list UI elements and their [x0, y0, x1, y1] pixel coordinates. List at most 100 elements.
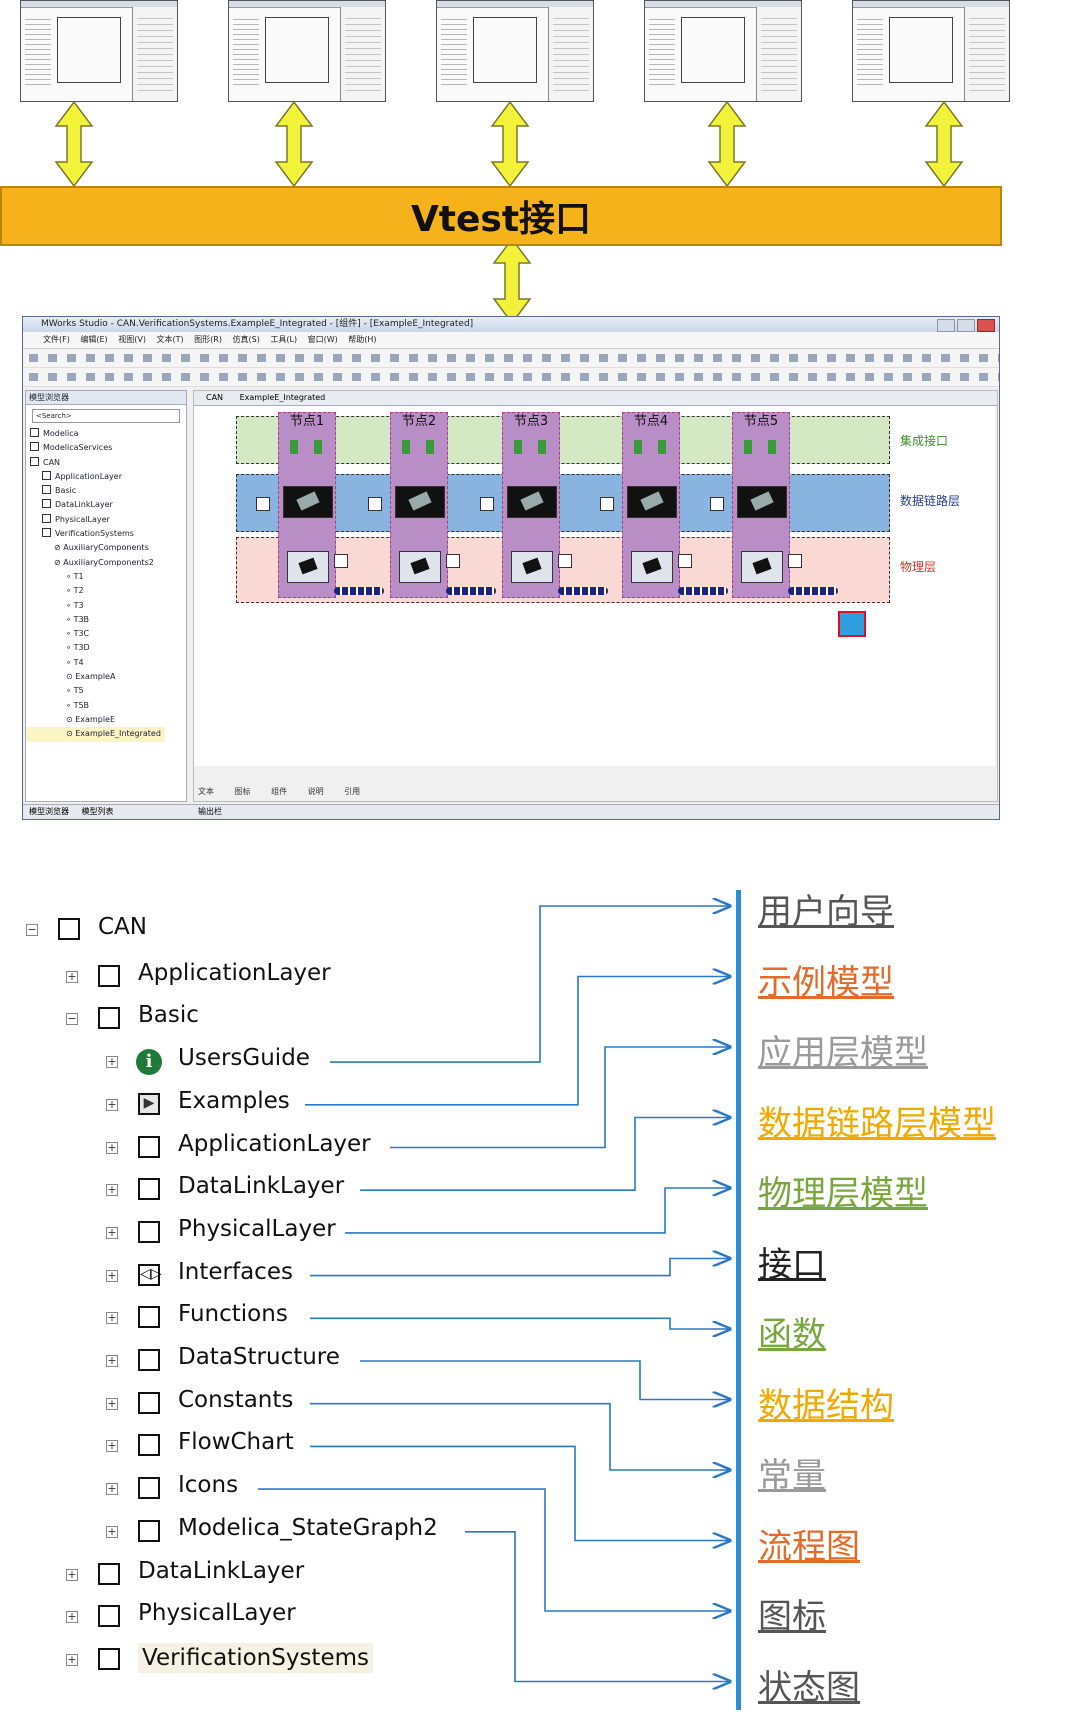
- expand-toggle[interactable]: +: [106, 1439, 118, 1453]
- model-browser-item[interactable]: ∘ T3C: [66, 629, 90, 639]
- close-button[interactable]: [977, 319, 995, 332]
- expand-toggle[interactable]: +: [66, 969, 78, 983]
- model-browser-item[interactable]: ⊘ AuxiliaryComponents2: [54, 557, 154, 567]
- model-browser-item[interactable]: ⊘ AuxiliaryComponents: [54, 543, 149, 553]
- status-bar: 模型浏览器 模型列表 输出栏: [23, 804, 999, 819]
- model-browser-item[interactable]: ∘ T4: [66, 657, 84, 667]
- expand-toggle[interactable]: +: [106, 1524, 118, 1538]
- transceiver-chip: [399, 551, 441, 583]
- tree-item[interactable]: PhysicalLayer: [138, 1600, 296, 1627]
- model-browser-item[interactable]: CAN: [26, 456, 186, 470]
- expand-toggle[interactable]: +: [106, 1097, 118, 1111]
- toolbar-row-2[interactable]: [23, 368, 999, 387]
- package-icon: [138, 1477, 160, 1500]
- expand-toggle[interactable]: +: [106, 1225, 118, 1239]
- tree-item[interactable]: Interfaces: [178, 1258, 293, 1285]
- model-browser-item[interactable]: DataLinkLayer: [26, 498, 186, 512]
- expand-toggle[interactable]: +: [106, 1396, 118, 1410]
- port-square: [600, 497, 614, 511]
- model-browser-item[interactable]: ⊙ ExampleE_Integrated: [26, 727, 165, 742]
- tree-item-root[interactable]: CAN: [98, 914, 147, 940]
- model-browser-item[interactable]: ∘ T5B: [66, 700, 90, 710]
- node-label: 节点2: [401, 414, 437, 429]
- model-browser-item[interactable]: ∘ T1: [66, 571, 84, 581]
- collapse-toggle[interactable]: −: [66, 1012, 78, 1026]
- node-label: 节点3: [513, 414, 549, 429]
- diagram-bottom-tabs[interactable]: 文本 图标 组件 说明 引用: [198, 787, 361, 796]
- vtest-interface-bar: Vtest接口: [0, 186, 1002, 246]
- tree-item[interactable]: VerificationSystems: [138, 1642, 373, 1673]
- category-label: 示例模型: [758, 962, 894, 1003]
- expand-toggle[interactable]: +: [106, 1183, 118, 1197]
- tree-item[interactable]: ApplicationLayer: [138, 959, 331, 986]
- port-square: [710, 497, 724, 511]
- maximize-button[interactable]: [957, 319, 975, 332]
- bus-segment: [788, 587, 838, 595]
- package-icon: [98, 1007, 120, 1030]
- expand-toggle[interactable]: +: [66, 1567, 78, 1581]
- class-icon: ∘: [66, 700, 74, 710]
- model-browser-item[interactable]: ∘ T3B: [66, 614, 90, 624]
- model-browser-item[interactable]: VerificationSystems: [26, 527, 186, 541]
- package-icon: [98, 964, 120, 987]
- tree-item[interactable]: Basic: [138, 1002, 199, 1029]
- tree-item[interactable]: Functions: [178, 1301, 288, 1328]
- document-tabs[interactable]: CAN ExampleE_Integrated: [194, 391, 997, 406]
- tree-item[interactable]: DataLinkLayer: [138, 1557, 305, 1584]
- package-icon: [42, 470, 51, 480]
- model-browser-item[interactable]: ∘ T2: [66, 586, 84, 596]
- model-browser-item[interactable]: ∘ T3: [66, 600, 84, 610]
- datalink-module: [507, 486, 557, 518]
- category-label: 数据链路层模型: [758, 1103, 996, 1144]
- package-icon: [138, 1135, 160, 1158]
- model-browser-item[interactable]: ∘ T5: [66, 686, 84, 696]
- tree-item[interactable]: Examples: [178, 1087, 290, 1114]
- search-input[interactable]: <Search>: [32, 409, 180, 423]
- model-browser-item[interactable]: Basic: [26, 484, 186, 498]
- tree-item[interactable]: PhysicalLayer: [178, 1215, 336, 1242]
- tree-item[interactable]: DataStructure: [178, 1344, 340, 1370]
- tree-item[interactable]: FlowChart: [178, 1429, 294, 1456]
- package-icon: [98, 1562, 120, 1585]
- model-thumbnail: [20, 0, 178, 102]
- package-icon: [42, 513, 51, 523]
- tree-item[interactable]: DataLinkLayer: [178, 1173, 345, 1200]
- expand-toggle[interactable]: +: [106, 1311, 118, 1325]
- expand-toggle[interactable]: +: [66, 1652, 78, 1666]
- expand-toggle[interactable]: +: [106, 1268, 118, 1282]
- double-arrow: [925, 101, 963, 187]
- expand-toggle[interactable]: +: [106, 1055, 118, 1069]
- toolbar-row-1[interactable]: [23, 349, 999, 368]
- tree-item[interactable]: ApplicationLayer: [178, 1130, 371, 1157]
- class-icon: ∘: [66, 686, 74, 696]
- play-icon: ⊙: [66, 729, 76, 739]
- tree-item[interactable]: Constants: [178, 1386, 294, 1413]
- node-label: 节点4: [633, 414, 669, 429]
- collapse-toggle[interactable]: −: [26, 923, 38, 936]
- model-browser-item[interactable]: ModelicaServices: [26, 441, 186, 455]
- expand-toggle[interactable]: +: [66, 1610, 78, 1624]
- package-icon: [42, 499, 51, 509]
- mworks-window: MWorks Studio - CAN.VerificationSystems.…: [22, 316, 1000, 820]
- model-browser-item[interactable]: ⊙ ExampleA: [66, 672, 116, 682]
- model-browser-item[interactable]: ⊙ ExampleE: [66, 714, 116, 724]
- package-icon: [138, 1306, 160, 1329]
- diagram-area[interactable]: CAN ExampleE_Integrated 集成接口 数据链路层 物理层 节…: [193, 390, 998, 802]
- tree-item[interactable]: UsersGuide: [178, 1045, 310, 1072]
- tree-item[interactable]: Icons: [178, 1472, 239, 1499]
- model-browser-item[interactable]: ∘ T3D: [66, 643, 90, 653]
- model-browser-item[interactable]: Modelica: [26, 427, 186, 441]
- category-label: 用户向导: [758, 892, 894, 932]
- expand-toggle[interactable]: +: [106, 1354, 118, 1367]
- model-browser-item[interactable]: PhysicalLayer: [26, 513, 186, 527]
- menu-bar[interactable]: 文件(F) 编辑(E) 视图(V) 文本(T) 图形(R) 仿真(S) 工具(L…: [23, 332, 999, 349]
- timer-block[interactable]: [838, 611, 866, 637]
- model-browser-item[interactable]: ApplicationLayer: [26, 470, 186, 484]
- expand-toggle[interactable]: +: [106, 1140, 118, 1154]
- minimize-button[interactable]: [937, 319, 955, 332]
- tree-item[interactable]: Modelica_StateGraph2: [178, 1514, 438, 1541]
- expand-toggle[interactable]: +: [106, 1482, 118, 1496]
